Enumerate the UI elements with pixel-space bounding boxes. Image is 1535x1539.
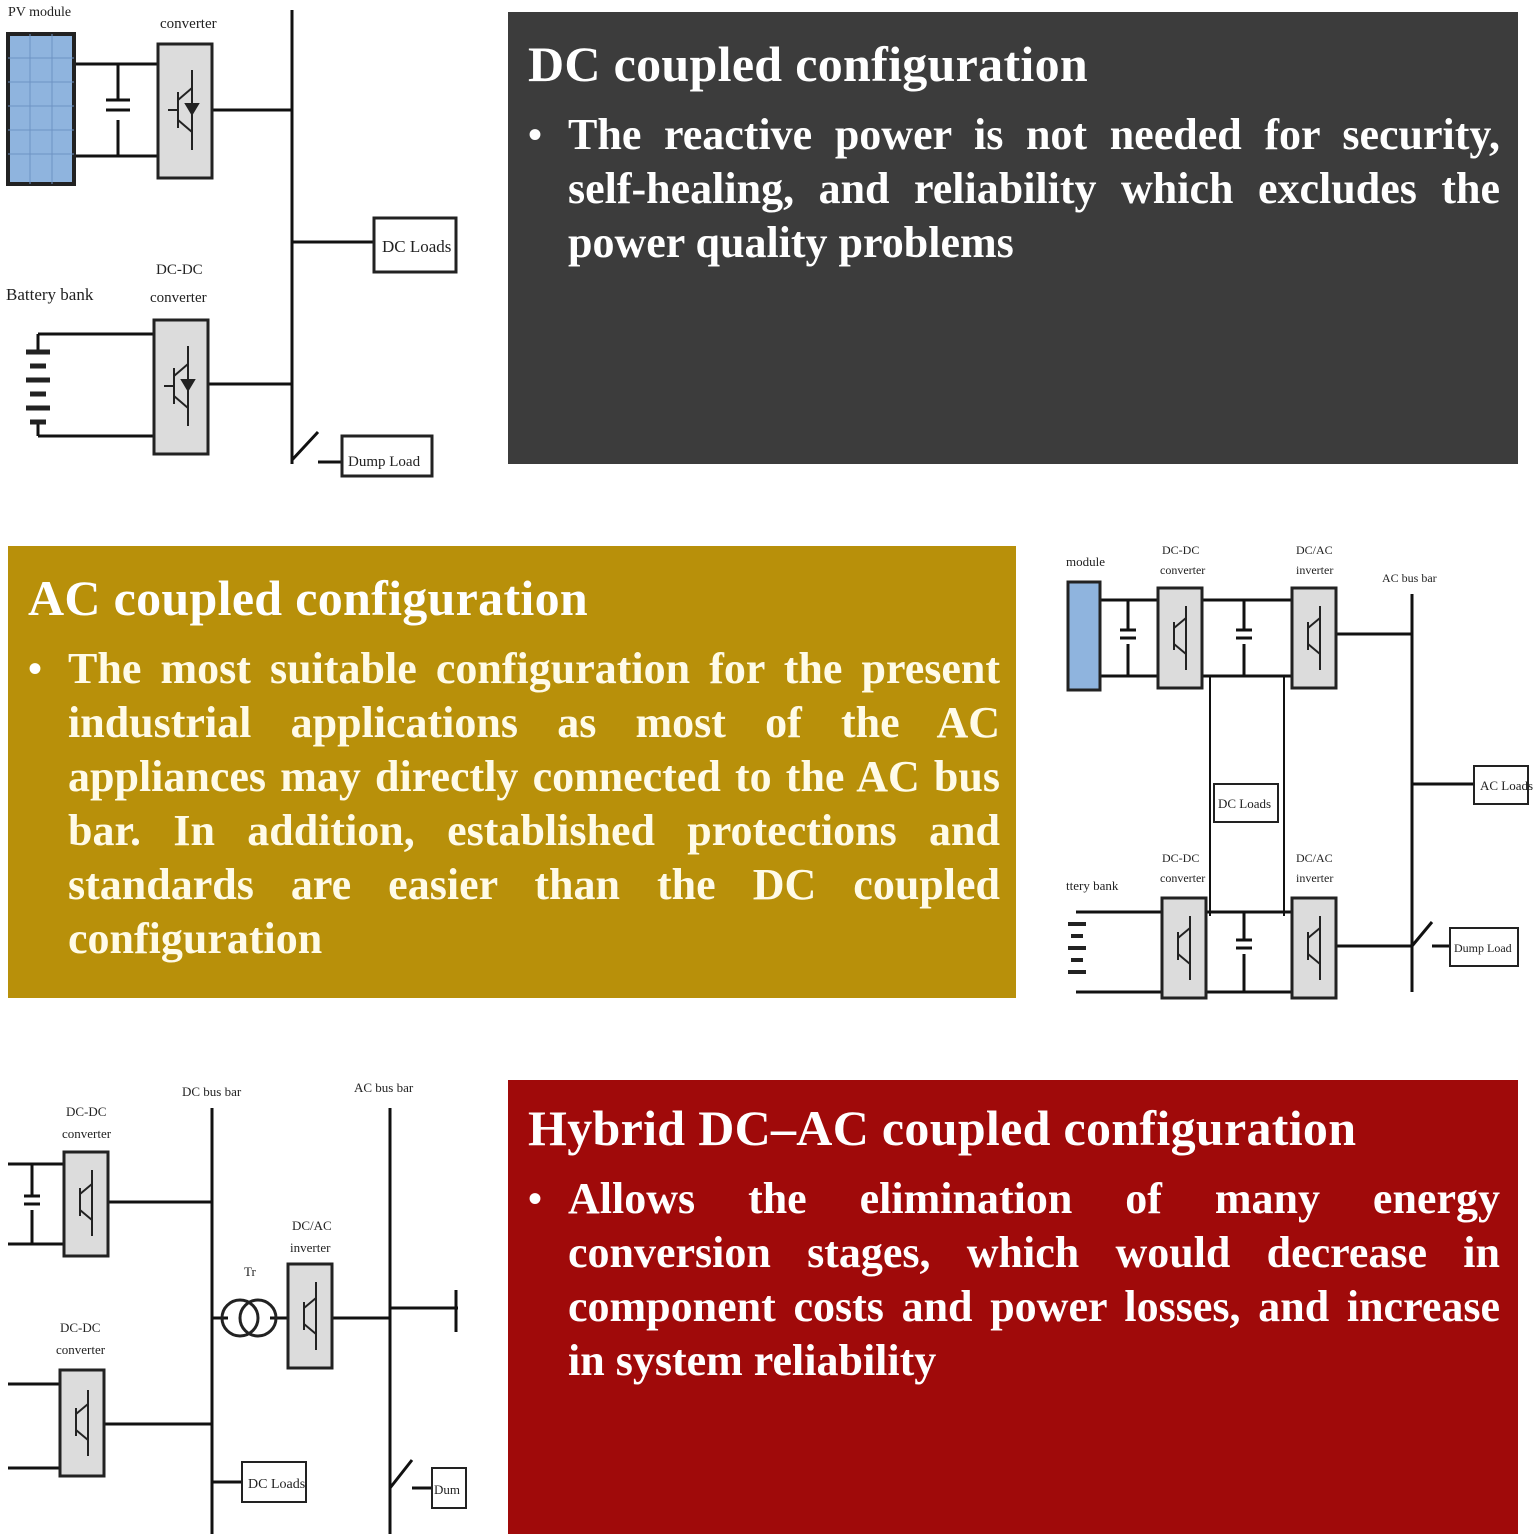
dc-bus-label: DC bus bar — [182, 1084, 242, 1099]
ac-loads-box — [1473, 765, 1529, 805]
dc-loads-box — [241, 1461, 307, 1503]
dump-load-label: Dump Load — [1454, 941, 1512, 955]
battery-bank-label: ttery bank — [1066, 878, 1119, 893]
hybrid-coupled-diagram: Tr DC bus bar AC bus bar DC-DC converter… — [8, 1080, 467, 1534]
dcdc-bottom-icon — [1160, 896, 1208, 1000]
dc-loads-box — [372, 216, 458, 274]
dc-coupled-bullet: • The reactive power is not needed for s… — [528, 108, 1500, 270]
dcac-top-icon — [1290, 586, 1338, 690]
dc-loads-label: DC Loads — [248, 1477, 305, 1492]
dump-load-label: Dum — [434, 1482, 460, 1497]
dump-load-box — [1449, 927, 1519, 967]
dc-coupled-diagram: PV module converter DC Loads Battery ban… — [6, 5, 458, 478]
dc-loads-label: DC Loads — [382, 237, 451, 256]
bullet-dot: • — [528, 111, 543, 157]
dcac-bottom-label-2: inverter — [1296, 871, 1333, 885]
battery-icon — [1068, 922, 1086, 974]
ac-coupled-diagram: module DC-DC converter DC/AC inverter AC… — [1066, 543, 1533, 1000]
dcdc-2-label-2: converter — [56, 1342, 106, 1357]
dcdc-1-label-1: DC-DC — [66, 1104, 106, 1119]
ac-coupled-panel: AC coupled configuration • The most suit… — [8, 546, 1016, 998]
converter-2-icon — [152, 318, 210, 456]
dcdc-1-icon — [62, 1150, 110, 1258]
transformer-label: Tr — [244, 1264, 256, 1279]
bullet-dot: • — [28, 645, 43, 691]
converter-2-label-2: converter — [150, 290, 207, 306]
dc-coupled-panel: DC coupled configuration • The reactive … — [508, 12, 1518, 464]
pv-module-label: PV module — [8, 5, 71, 20]
dump-load-box — [340, 434, 434, 478]
pv-module-label: module — [1066, 554, 1105, 569]
dcac-icon — [286, 1262, 334, 1370]
dump-load-box — [431, 1467, 467, 1509]
pv-panel-icon — [6, 32, 76, 186]
converter-1-icon — [156, 42, 214, 180]
ac-coupled-title: AC coupled configuration — [28, 570, 589, 626]
dcdc-2-label-1: DC-DC — [60, 1320, 100, 1335]
dcac-top-label-1: DC/AC — [1296, 543, 1333, 557]
converter-2-label-1: DC-DC — [156, 262, 203, 278]
dcac-bottom-icon — [1290, 896, 1338, 1000]
dcdc-bottom-label-1: DC-DC — [1162, 851, 1199, 865]
pv-panel-icon — [1066, 580, 1102, 692]
ac-loads-label: AC Loads — [1480, 778, 1533, 793]
ac-coupled-bullet: • The most suitable configuration for th… — [28, 642, 1000, 966]
dcdc-2-icon — [58, 1368, 106, 1478]
dump-load-label: Dump Load — [348, 454, 421, 470]
hybrid-coupled-title: Hybrid DC–AC coupled configuration — [528, 1100, 1357, 1156]
dcac-bottom-label-1: DC/AC — [1296, 851, 1333, 865]
hybrid-coupled-bullet: • Allows the elimination of many energy … — [528, 1172, 1500, 1388]
dc-coupled-bullet-text: The reactive power is not needed for sec… — [568, 109, 1500, 267]
ac-bus-label: AC bus bar — [1382, 571, 1437, 585]
dcdc-1-label-2: converter — [62, 1126, 112, 1141]
dcdc-top-icon — [1156, 586, 1204, 690]
battery-icon — [26, 349, 50, 425]
ac-coupled-bullet-text: The most suitable configuration for the … — [68, 643, 1000, 963]
dcdc-bottom-label-2: converter — [1160, 871, 1205, 885]
battery-bank-label: Battery bank — [6, 285, 94, 304]
dc-loads-label: DC Loads — [1218, 796, 1271, 811]
ac-bus-label: AC bus bar — [354, 1080, 414, 1095]
dcac-top-label-2: inverter — [1296, 563, 1333, 577]
hybrid-coupled-panel: Hybrid DC–AC coupled configuration • All… — [508, 1080, 1518, 1534]
converter-1-label: converter — [160, 16, 217, 32]
bullet-dot: • — [528, 1175, 543, 1221]
dcdc-top-label-2: converter — [1160, 563, 1205, 577]
dc-coupled-title: DC coupled configuration — [528, 36, 1089, 92]
hybrid-coupled-bullet-text: Allows the elimination of many energy co… — [568, 1173, 1500, 1385]
dcac-label-2: inverter — [290, 1240, 331, 1255]
transformer-icon — [220, 1298, 260, 1338]
dcac-label-1: DC/AC — [292, 1218, 332, 1233]
dc-loads-box — [1213, 783, 1279, 823]
dcdc-top-label-1: DC-DC — [1162, 543, 1199, 557]
